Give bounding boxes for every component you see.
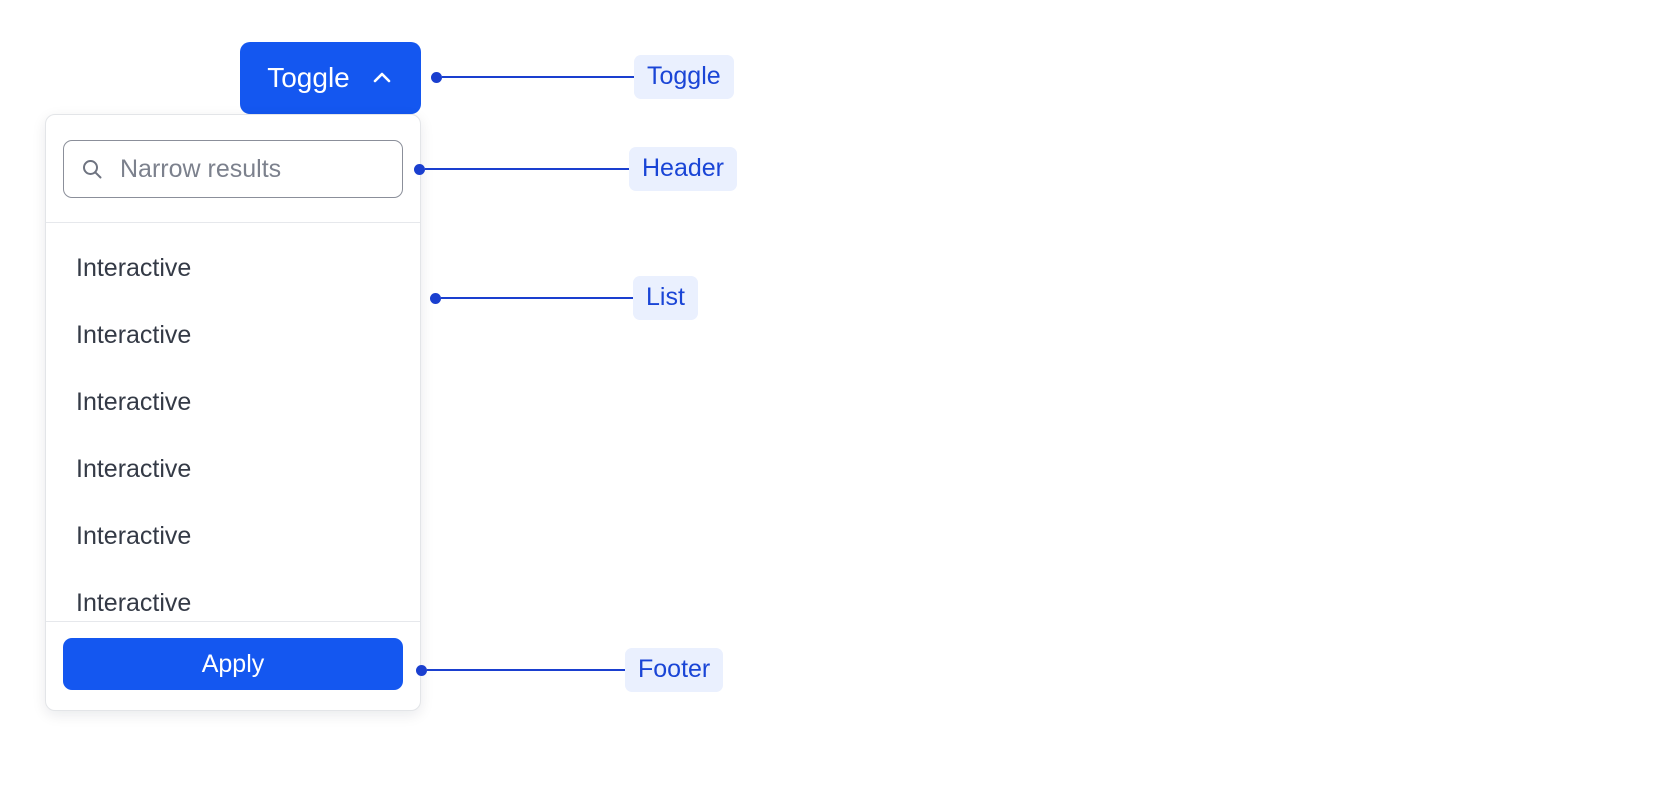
list-item-label: Interactive <box>76 254 192 282</box>
callout-dot-icon <box>414 163 425 175</box>
callout-dot-icon <box>416 664 427 676</box>
callout-label: Footer <box>625 648 724 692</box>
list-item[interactable]: Interactive <box>46 436 420 503</box>
search-input[interactable] <box>64 141 402 197</box>
chevron-up-icon <box>370 66 394 90</box>
dropdown-header <box>46 115 420 223</box>
callout-line <box>425 168 629 170</box>
list-item-label: Interactive <box>76 388 192 416</box>
list-item[interactable]: Interactive <box>46 302 420 369</box>
apply-button[interactable]: Apply <box>63 638 403 690</box>
callout-dot-icon <box>431 71 442 83</box>
list-item-label: Interactive <box>76 589 192 617</box>
list-item-label: Interactive <box>76 455 192 483</box>
callout-label: Header <box>629 147 737 191</box>
list-item[interactable]: Interactive <box>46 235 420 302</box>
list-item[interactable]: Interactive <box>46 503 420 570</box>
apply-button-label: Apply <box>201 649 265 678</box>
callout-label: List <box>633 276 698 320</box>
search-field-wrapper[interactable] <box>63 140 403 198</box>
callout-label: Toggle <box>634 55 734 99</box>
callout-line <box>441 297 633 299</box>
toggle-button[interactable]: Toggle <box>240 42 421 114</box>
callout-line <box>427 669 625 671</box>
callout-line <box>442 76 634 78</box>
list-item-label: Interactive <box>76 321 192 349</box>
list-item-label: Interactive <box>76 522 192 550</box>
dropdown-panel: Interactive Interactive Interactive Inte… <box>45 114 421 711</box>
toggle-button-label: Toggle <box>267 62 350 93</box>
list-item[interactable]: Interactive <box>46 369 420 436</box>
callout-dot-icon <box>430 292 441 304</box>
list-item[interactable]: Interactive <box>46 570 420 621</box>
dropdown-list: Interactive Interactive Interactive Inte… <box>46 223 420 621</box>
dropdown-footer: Apply <box>46 621 420 710</box>
